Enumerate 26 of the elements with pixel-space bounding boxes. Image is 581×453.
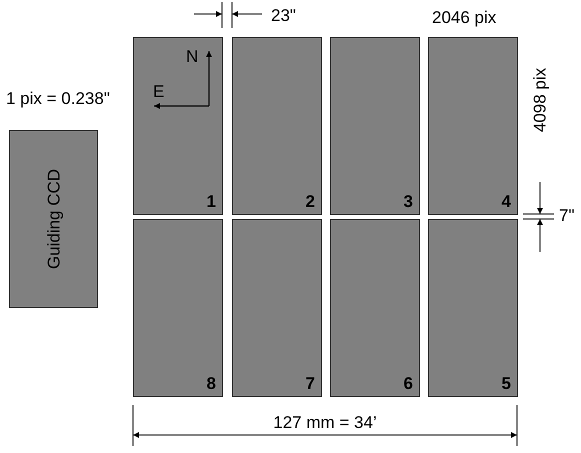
ccd-chip (428, 37, 518, 215)
compass-label: E (153, 83, 164, 100)
scale-note: 1 pix = 0.238" (6, 90, 110, 107)
dimension-label: 127 mm = 34’ (273, 414, 377, 431)
chip-number: 8 (206, 375, 216, 392)
ccd-chip (428, 219, 518, 397)
guiding-ccd-box (9, 130, 98, 308)
ccd-chip (133, 219, 223, 397)
chip-number: 4 (502, 193, 511, 210)
ccd-chip (330, 219, 420, 397)
dimension-label: 23" (271, 7, 296, 24)
chip-number: 7 (306, 375, 315, 392)
chip-number: 6 (404, 375, 413, 392)
ccd-chip (232, 219, 322, 397)
dimension-label: 2046 pix (432, 9, 496, 26)
box-label: Guiding CCD (45, 168, 62, 270)
compass-label: N (186, 48, 198, 65)
ccd-chip (133, 37, 223, 215)
dimension-label: 4098 pix (532, 68, 548, 132)
chip-number: 3 (404, 193, 413, 210)
chip-number: 1 (206, 193, 216, 210)
ccd-chip (330, 37, 420, 215)
dimension-label: 7" (559, 207, 574, 224)
ccd-chip (232, 37, 322, 215)
chip-number: 5 (502, 375, 511, 392)
chip-number: 2 (306, 193, 315, 210)
